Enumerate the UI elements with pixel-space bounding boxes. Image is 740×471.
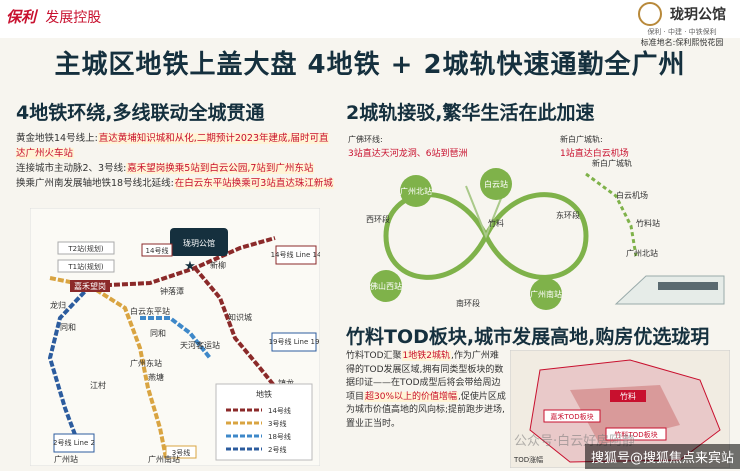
tod-text-pre: 竹料TOD汇聚 — [346, 351, 402, 361]
metro-p2-label: 连接城市主动脉2、3号线: — [16, 163, 127, 174]
station-name: 天河客运站 — [180, 340, 220, 350]
rail-station: 广州北站 — [626, 248, 658, 258]
top-bar: 保利 发展控股 珑玥公馆 保利 · 中建 · 中铁保利 标准地名:保利熙悦花园 — [0, 0, 740, 47]
rail-station: 竹料 — [488, 218, 504, 228]
station-name: 知识城 — [228, 312, 252, 322]
rail-map: 广佛环线: 3站直达天河龙洞、6站到琶洲 新白广城轨: 1站直达白云机场 广州北… — [348, 134, 725, 310]
metro-map: 珑玥公馆 ★ T2站(规划) T1站(规划) 14号线 14号线 Line 14… — [30, 208, 320, 466]
tod-map-label: 竹料TOD板块 — [614, 430, 657, 439]
rail-station: 广州南站 — [530, 289, 562, 299]
rail-station: 白云站 — [484, 179, 508, 189]
station-name: 钟落潭 — [160, 286, 184, 296]
project-registered-name: 标准地名:保利熙悦花园 — [640, 38, 724, 47]
rail1-highlight: 3站直达天河龙洞、6站到琶洲 — [348, 147, 467, 159]
station-badge — [70, 280, 110, 292]
project-tagline: 保利 · 中建 · 中铁保利 — [647, 28, 717, 36]
metro-p2-highlight: 嘉禾望岗换乘5站到白云公园,7站到广州东站 — [126, 163, 315, 174]
station-name: 嘉禾望岗 — [74, 281, 106, 291]
map-line-label: 2号线 Line 2 — [53, 438, 95, 447]
rail-station: 广州北站 — [400, 186, 432, 196]
tod-highlight-1: 1地铁2城轨 — [401, 351, 451, 361]
rail-station: 佛山西站 — [370, 281, 402, 291]
legend-entry: 3号线 — [268, 419, 286, 428]
metro-section-title: 4地铁环绕,多线联动全城贯通 — [16, 102, 265, 124]
station-node — [530, 278, 562, 310]
map-line-label: T2站(规划) — [67, 244, 103, 253]
station-name: 同和 — [150, 329, 166, 338]
station-node — [400, 175, 432, 207]
project-logo: 珑玥公馆 保利 · 中建 · 中铁保利 标准地名:保利熙悦花园 — [630, 2, 734, 48]
map-line-label: 14号线 — [146, 246, 169, 255]
tod-description: 竹料TOD汇聚1地铁2城轨,作为广州难得的TOD发展区域,拥有同类型板块的数据印… — [346, 350, 506, 431]
source-tag: 搜狐号@搜狐焦点来宾站 — [584, 444, 740, 469]
rail2-label: 新白广城轨: — [560, 134, 603, 144]
map-line-label: 19号线 Line 19 — [269, 337, 320, 346]
station-name: 新柳 — [210, 260, 226, 270]
rail2-highlight: 1站直达白云机场 — [560, 147, 629, 159]
rail-station: 竹料站 — [636, 218, 660, 228]
tod-highlight-2: 超30%以上的价值增幅 — [364, 391, 459, 402]
line-2-track — [47, 284, 92, 449]
station-name: 广州站 — [54, 454, 78, 464]
metro-section: 4地铁环绕,多线联动全城贯通 黄金地铁14号线上:直达黄埔知识城和从化,二期预计… — [16, 98, 336, 191]
station-node — [480, 168, 512, 200]
legend-entry: 14号线 — [268, 406, 291, 415]
station-name: 龙归 — [50, 300, 66, 310]
rail-station: 东环段 — [556, 210, 580, 220]
metro-description: 黄金地铁14号线上:直达黄埔知识城和从化,二期预计2023年建成,届时可直达广州… — [16, 131, 336, 191]
map-line-label: 14号线 Line 14 — [271, 250, 320, 259]
metro-p3-highlight: 在白云东平站换乘可3站直达珠江新城 — [173, 178, 334, 189]
tod-map-label: 嘉禾TOD板块 — [550, 412, 593, 421]
station-name: 同和 — [60, 323, 76, 332]
legend-entry: 2号线 — [268, 445, 286, 454]
map-legend — [215, 383, 313, 461]
map-project-name: 珑玥公馆 — [183, 238, 215, 248]
brand-subtitle: 发展控股 — [45, 10, 102, 26]
rail-section: 2城轨接驳,繁华生活在此加速 — [346, 98, 726, 125]
rail-station: 白云机场 — [616, 190, 648, 200]
tod-text-mid2: ,促使片区成为城市价值高地的风向标;提前跑步进场,置业正当时。 — [346, 391, 506, 429]
map-project-badge — [170, 228, 228, 256]
metro-p1-label: 黄金地铁14号线上: — [16, 133, 98, 144]
station-name: 广州东站 — [130, 358, 162, 368]
tod-map-label: TOD涨幅 — [513, 455, 543, 464]
brand-logo-text: 保利 — [6, 8, 37, 26]
tod-map-label: 竹料 — [620, 391, 636, 401]
guangfo-loop-track — [383, 192, 589, 280]
station-name: 镇龙 — [278, 378, 294, 388]
station-name: 江村 — [90, 380, 106, 390]
map-line-label: T1站(规划) — [67, 262, 103, 271]
rail-station: 西环段 — [366, 214, 390, 224]
station-name: 白云东平站 — [130, 306, 170, 316]
tod-text-mid1: ,作为广州难得的TOD发展区域,拥有同类型板块的数据印证——在TOD成型后将会带… — [346, 351, 504, 402]
brand-logo: 保利 发展控股 — [6, 6, 101, 27]
map-line-label: 3号线 — [172, 448, 190, 457]
legend-entry: 18号线 — [268, 432, 291, 441]
legend-title: 地铁 — [256, 389, 272, 399]
station-name: 燕塘 — [148, 372, 164, 382]
line-18-track — [140, 316, 212, 360]
airport-rail-track — [585, 172, 638, 257]
project-emblem-icon — [637, 2, 662, 26]
rail-station: 南环段 — [456, 298, 480, 308]
tod-section-title: 竹料TOD板块,城市发展高地,购房优选珑玥 — [346, 326, 710, 348]
station-node — [370, 270, 402, 302]
project-name: 珑玥公馆 — [670, 7, 727, 23]
metro-p3-label: 换乘广州南发展轴地铁18号线北延线: — [16, 178, 174, 189]
project-location-star-icon: ★ — [184, 259, 196, 274]
station-name: 广州南站 — [148, 454, 180, 464]
main-headline: 主城区地铁上盖大盘 4地铁 + 2城轨快速通勤全广州 — [54, 50, 686, 80]
line-14-branch — [193, 266, 282, 395]
rail-section-title: 2城轨接驳,繁华生活在此加速 — [346, 102, 595, 124]
rail1-label: 广佛环线: — [348, 134, 383, 144]
rail-station: 新白广城轨 — [592, 158, 632, 168]
